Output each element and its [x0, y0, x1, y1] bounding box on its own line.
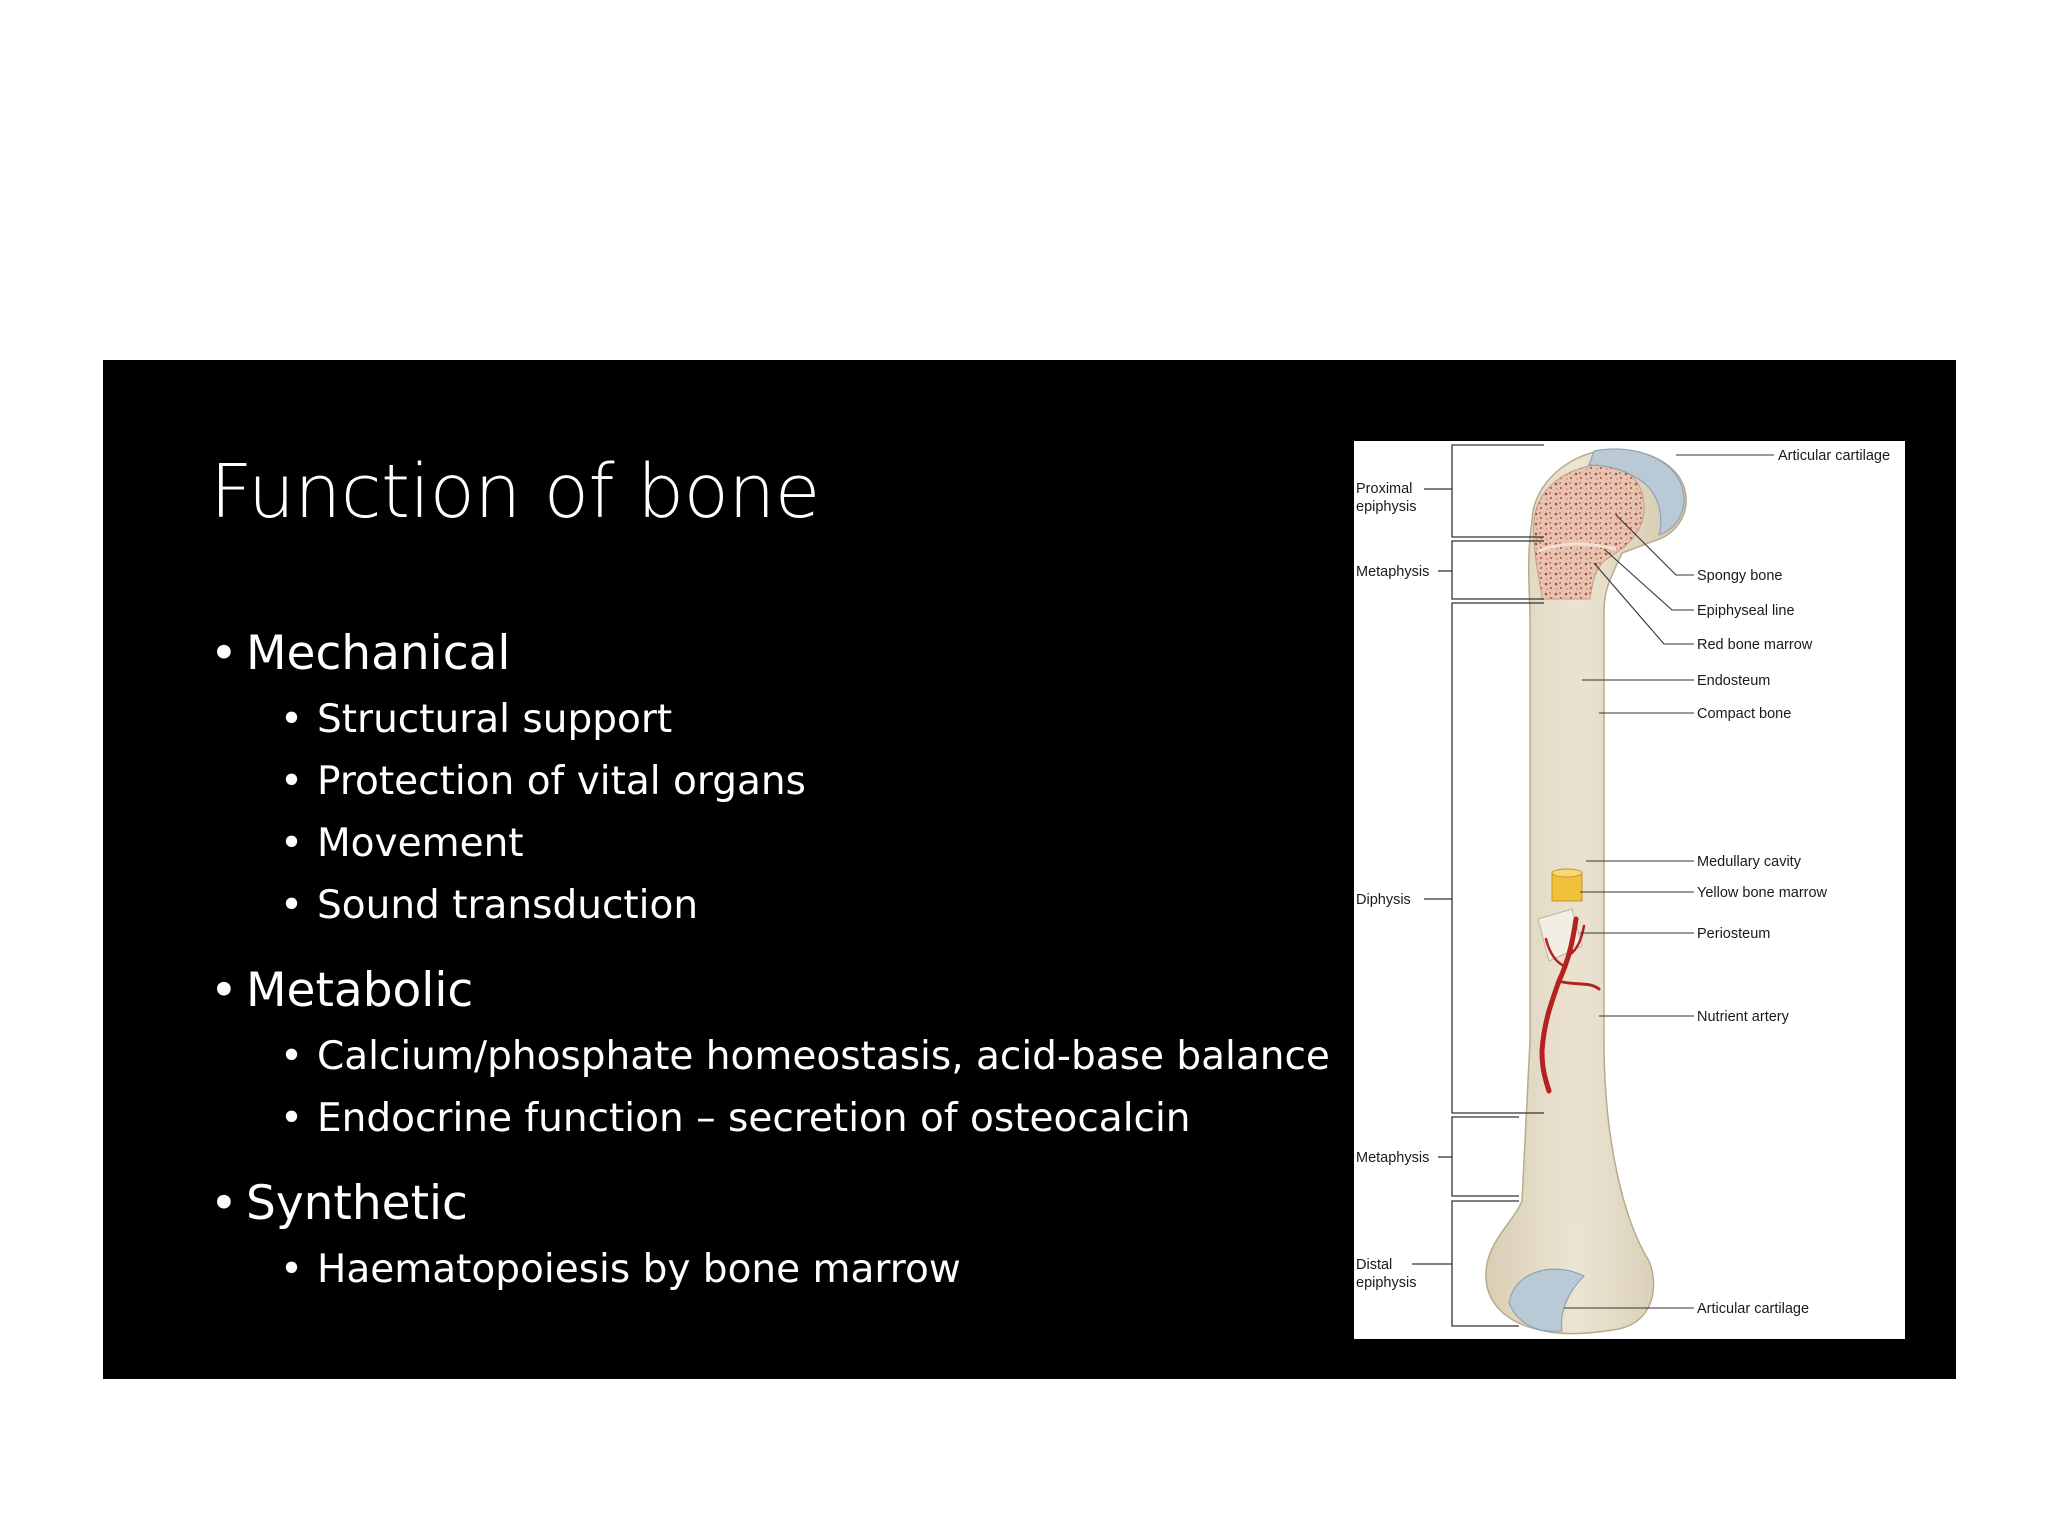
- label-nutrient-artery: Nutrient artery: [1697, 1009, 1790, 1025]
- label-yellow-bone-marrow: Yellow bone marrow: [1697, 885, 1828, 901]
- sub-bullet: Calcium/phosphate homeostasis, acid-base…: [246, 1026, 1330, 1088]
- label-medullary-cavity: Medullary cavity: [1697, 854, 1802, 870]
- nutrient-artery: [1539, 916, 1579, 1094]
- label-red-bone-marrow: Red bone marrow: [1697, 637, 1813, 653]
- slide: Function of bone Mechanical Structural s…: [103, 360, 1956, 1379]
- articular-cartilage-top: [1588, 448, 1685, 536]
- bullet-metabolic: Metabolic Calcium/phosphate homeostasis,…: [210, 967, 1330, 1150]
- label-epiphysis-bottom: epiphysis: [1356, 1275, 1416, 1291]
- sub-bullet: Sound transduction: [246, 875, 1330, 937]
- label-spongy-bone: Spongy bone: [1697, 568, 1782, 584]
- right-leader-lines: [1564, 454, 1774, 1309]
- label-metaphysis-bottom: Metaphysis: [1356, 1150, 1429, 1166]
- label-epiphyseal-line: Epiphyseal line: [1697, 603, 1795, 619]
- label-metaphysis-top: Metaphysis: [1356, 564, 1429, 580]
- label-epiphysis-top: epiphysis: [1356, 499, 1416, 515]
- sub-bullet-list: Haematopoiesis by bone marrow: [246, 1239, 1330, 1301]
- slide-title: Function of bone: [210, 449, 820, 535]
- label-distal: Distal: [1356, 1257, 1392, 1273]
- left-brackets: [1412, 444, 1544, 1327]
- bullet-heading: Synthetic: [246, 1176, 468, 1231]
- long-bone-illustration: Proximal epiphysis Metaphysis Diphysis M…: [1356, 444, 1890, 1335]
- label-proximal: Proximal: [1356, 481, 1412, 497]
- articular-cartilage-bottom: [1508, 1268, 1586, 1332]
- sub-bullet-list: Calcium/phosphate homeostasis, acid-base…: [246, 1026, 1330, 1150]
- label-diaphysis: Diphysis: [1356, 892, 1411, 908]
- label-periosteum: Periosteum: [1697, 926, 1770, 942]
- sub-bullet: Protection of vital organs: [246, 751, 1330, 813]
- label-articular-cartilage-top: Articular cartilage: [1778, 448, 1890, 464]
- bullet-heading: Mechanical: [246, 626, 511, 681]
- sub-bullet-list: Structural support Protection of vital o…: [246, 689, 1330, 937]
- label-compact-bone: Compact bone: [1697, 706, 1791, 722]
- bone-diagram: Proximal epiphysis Metaphysis Diphysis M…: [1354, 441, 1905, 1339]
- bullet-synthetic: Synthetic Haematopoiesis by bone marrow: [210, 1180, 1330, 1301]
- bullet-list: Mechanical Structural support Protection…: [210, 630, 1330, 1331]
- sub-bullet: Movement: [246, 813, 1330, 875]
- epiphyseal-line: [1537, 542, 1617, 553]
- sub-bullet: Haematopoiesis by bone marrow: [246, 1239, 1330, 1301]
- label-endosteum: Endosteum: [1697, 673, 1770, 689]
- label-articular-cartilage-bottom: Articular cartilage: [1697, 1301, 1809, 1317]
- sub-bullet: Endocrine function – secretion of osteoc…: [246, 1088, 1330, 1150]
- bullet-mechanical: Mechanical Structural support Protection…: [210, 630, 1330, 937]
- spongy-bone-region: [1533, 464, 1645, 600]
- sub-bullet: Structural support: [246, 689, 1330, 751]
- bullet-heading: Metabolic: [246, 963, 474, 1018]
